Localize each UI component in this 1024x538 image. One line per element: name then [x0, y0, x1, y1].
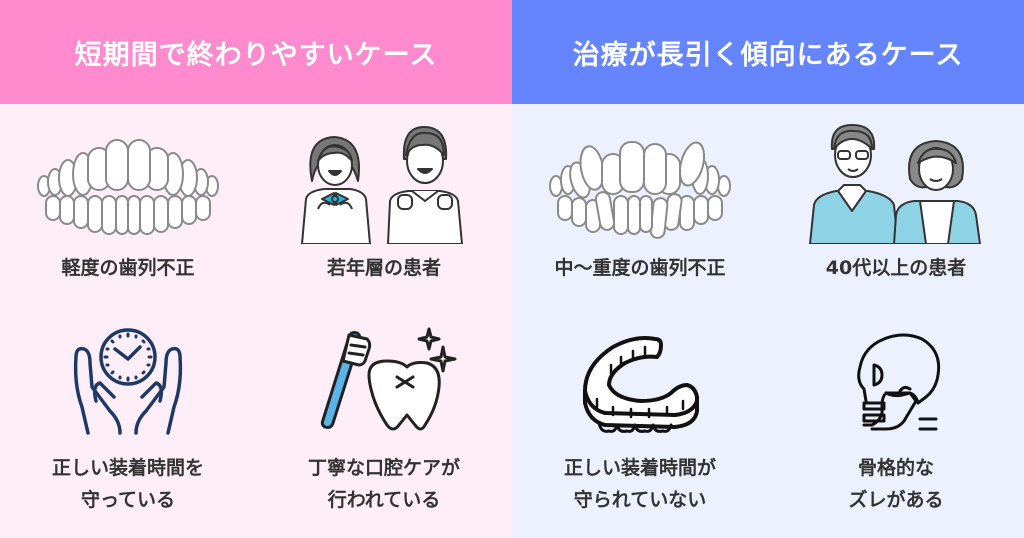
short-treatment-title: 短期間で終わりやすいケース — [74, 39, 438, 71]
hands-holding-clock-icon — [18, 320, 238, 440]
crooked-teeth-icon — [530, 112, 750, 244]
mild-malocclusion-label: 軽度の歯列不正 — [61, 257, 195, 279]
mild-malocclusion-item: 軽度の歯列不正 — [0, 112, 256, 284]
severe-malocclusion-label: 中〜重度の歯列不正 — [554, 257, 726, 279]
careful-oral-care-label: 丁寧な口腔ケアが 行われている — [307, 457, 460, 511]
skeletal-discrepancy-label: 骨格的な ズレがある — [848, 457, 944, 511]
young-patients-label: 若年層の患者 — [326, 257, 441, 279]
aligned-teeth-icon — [18, 112, 238, 244]
long-treatment-header: 治療が長引く傾向にあるケース — [512, 0, 1024, 104]
long-treatment-panel: 治療が長引く傾向にあるケース — [512, 0, 1024, 538]
skull-jaw-icon — [786, 320, 1006, 440]
toothbrush-clean-tooth-icon — [274, 320, 494, 440]
middle-aged-couple-icon — [786, 112, 1006, 244]
correct-wear-time-item: 正しい装着時間を 守っている — [0, 320, 256, 516]
long-treatment-title: 治療が長引く傾向にあるケース — [572, 39, 964, 71]
correct-wear-time-label: 正しい装着時間を 守っている — [51, 457, 204, 511]
incorrect-wear-time-label: 正しい装着時間が 守られていない — [563, 457, 716, 511]
skeletal-discrepancy-item: 骨格的な ズレがある — [768, 320, 1024, 516]
young-students-icon — [274, 112, 494, 244]
incorrect-wear-time-item: 正しい装着時間が 守られていない — [512, 320, 768, 516]
aligner-mouthpiece-icon — [530, 320, 750, 440]
over-40-patients-item: 40代以上の患者 — [768, 112, 1024, 284]
young-patients-item: 若年層の患者 — [256, 112, 512, 284]
short-treatment-panel: 短期間で終わりやすいケース — [0, 0, 512, 538]
severe-malocclusion-item: 中〜重度の歯列不正 — [512, 112, 768, 284]
short-treatment-header: 短期間で終わりやすいケース — [0, 0, 512, 104]
careful-oral-care-item: 丁寧な口腔ケアが 行われている — [256, 320, 512, 516]
over-40-patients-label: 40代以上の患者 — [825, 257, 967, 279]
